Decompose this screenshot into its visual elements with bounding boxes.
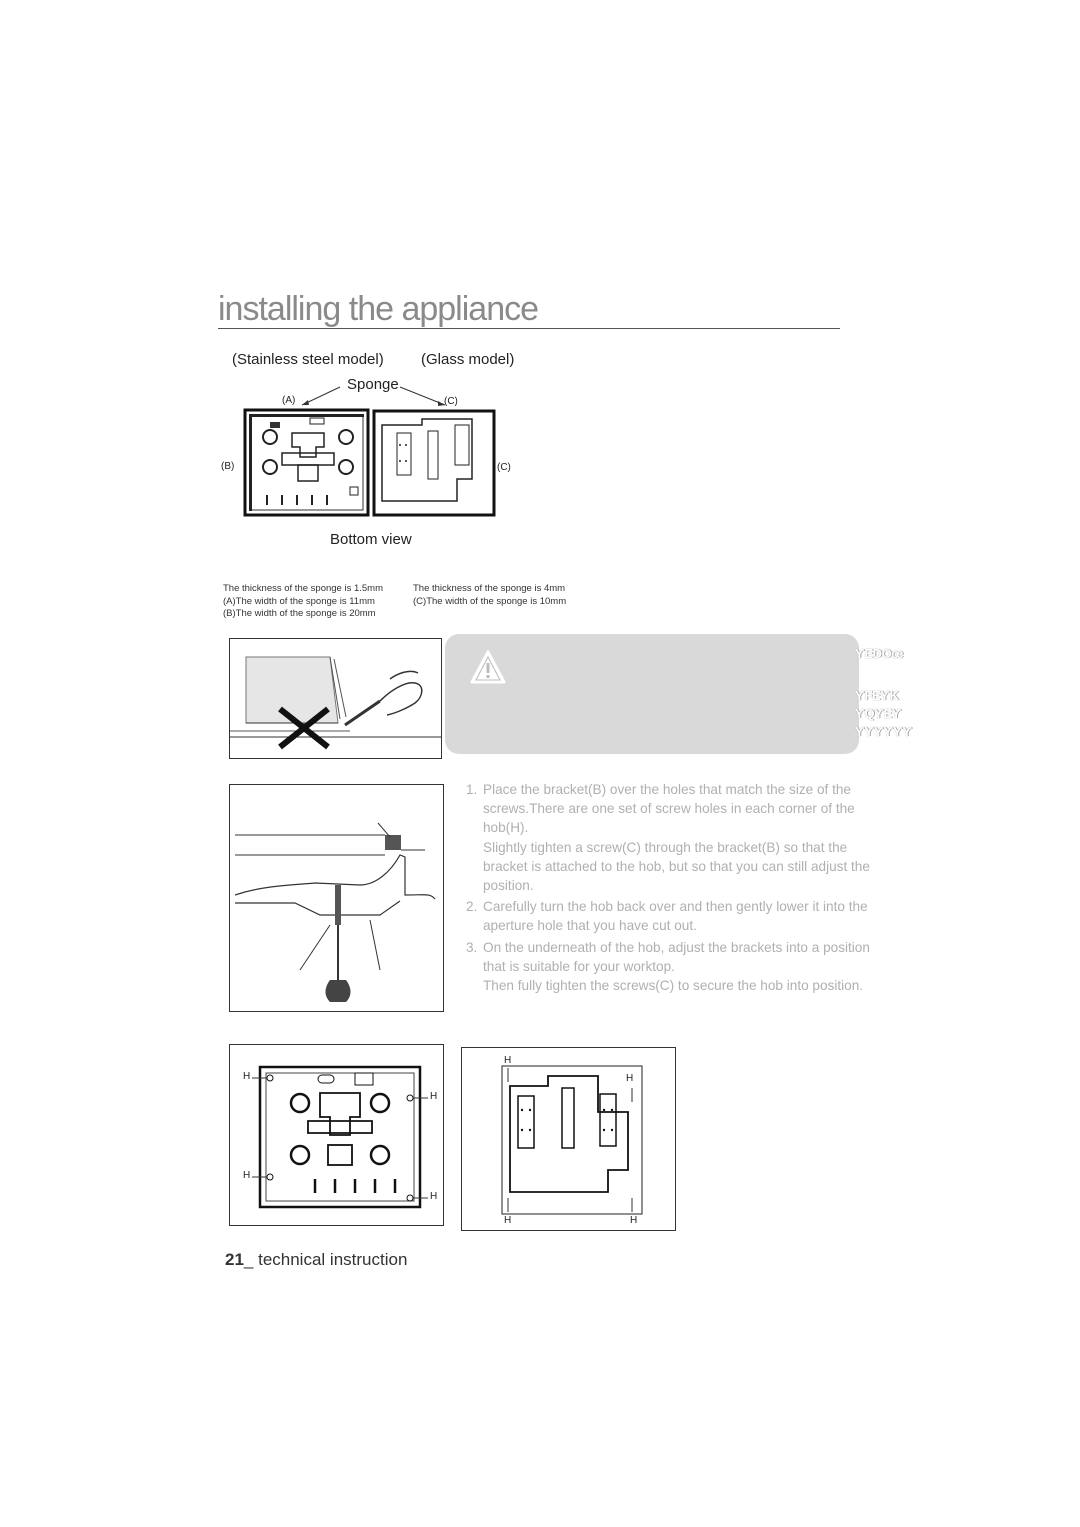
warning-text-fragment-2: ƳFEƳK: [855, 688, 899, 703]
step-number: 3.: [466, 939, 478, 955]
no-prying-illustration: [229, 638, 442, 759]
warning-triangle-icon: [470, 650, 506, 684]
glass-hob-h-points: [461, 1047, 676, 1231]
sponge-label: Sponge: [347, 376, 399, 393]
sponge-arrow-c: [399, 386, 446, 406]
step-1: 1. Place the bracket(B) over the holes t…: [466, 780, 876, 895]
title-rule: [218, 328, 840, 329]
step-number: 1.: [466, 782, 478, 797]
note-stainless-width-a: (A)The width of the sponge is 11mm: [223, 595, 375, 607]
step-text: Carefully turn the hob back over and the…: [483, 899, 868, 934]
step-2: 2. Carefully turn the hob back over and …: [466, 897, 876, 935]
warning-text-fragment-1: ƳEDOœ: [855, 646, 903, 661]
step-text: Place the bracket(B) over the holes that…: [483, 782, 855, 836]
step-number: 2.: [466, 899, 478, 915]
bracket-illustration: [229, 784, 444, 1012]
note-stainless-thickness: The thickness of the sponge is 1.5mm: [223, 583, 383, 594]
h-label: H: [626, 1073, 634, 1084]
stainless-hob-drawing: [243, 408, 370, 517]
glass-model-label: (Glass model): [421, 351, 515, 368]
warning-text-fragment-4: ƳƳƳƳƳƳ: [855, 724, 913, 739]
page-title: installing the appliance: [218, 290, 539, 328]
glass-notes: The thickness of the sponge is 4mm (C)Th…: [413, 583, 566, 608]
section-name: _ technical instruction: [243, 1250, 408, 1269]
step-text: On the underneath of the hob, adjust the…: [483, 939, 870, 974]
h-label: H: [243, 1071, 251, 1082]
bottom-view-label: Bottom view: [330, 531, 412, 548]
instruction-steps: 1. Place the bracket(B) over the holes t…: [466, 780, 876, 997]
step-text: Slightly tighten a screw(C) through the …: [483, 839, 870, 894]
label-a: (A): [282, 395, 296, 406]
step-3: 3. On the underneath of the hob, adjust …: [466, 938, 876, 996]
h-label: H: [630, 1215, 638, 1226]
step-text: Then fully tighten the screws(C) to secu…: [483, 978, 864, 994]
bottom-view-diagram: [243, 386, 496, 517]
h-label: H: [243, 1170, 251, 1181]
label-c-top: (C): [444, 396, 458, 407]
label-b: (B): [221, 461, 235, 472]
h-label: H: [504, 1215, 512, 1226]
note-glass-width-c: (C)The width of the sponge is 10mm: [413, 595, 567, 607]
stainless-hob-h-points: [229, 1044, 444, 1226]
note-stainless-width-b: (B)The width of the sponge is 20mm: [223, 608, 376, 619]
stainless-notes: The thickness of the sponge is 1.5mm (A)…: [223, 583, 383, 621]
h-label: H: [430, 1191, 438, 1202]
glass-hob-drawing: [372, 409, 496, 517]
cross-line-2: [278, 706, 330, 750]
stainless-model-label: (Stainless steel model): [232, 351, 384, 368]
page-number: 21: [225, 1250, 244, 1269]
warning-text-fragment-3: ƳQƳEƳ: [855, 706, 902, 721]
h-label: H: [430, 1091, 438, 1102]
note-glass-thickness: The thickness of the sponge is 4mm: [413, 583, 566, 594]
label-c-side: (C): [497, 462, 511, 473]
page-footer: 21_ technical instruction: [225, 1250, 407, 1270]
warning-box: [445, 634, 859, 754]
h-label: H: [504, 1055, 512, 1066]
